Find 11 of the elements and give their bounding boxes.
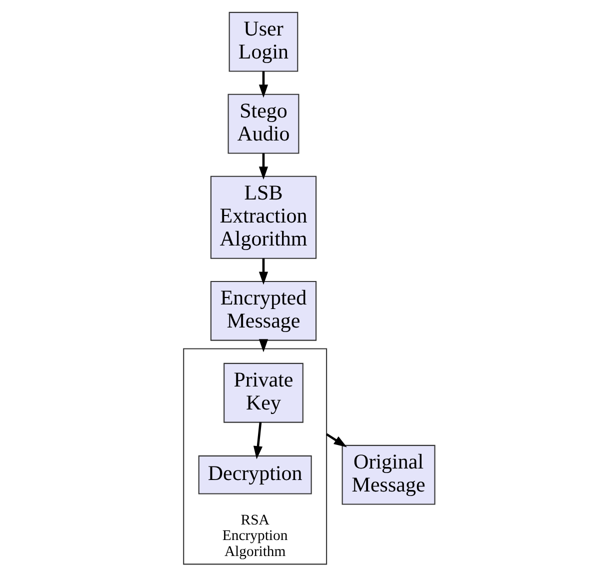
node-box: Private Key <box>224 362 304 423</box>
node-box: LSB Extraction Algorithm <box>210 176 317 259</box>
node-box: User Login <box>228 12 298 72</box>
arrow <box>258 258 268 285</box>
arrow <box>258 153 268 180</box>
node-box: Decryption <box>198 455 312 494</box>
node-box: Stego Audio <box>228 94 300 154</box>
node-box: Original Message <box>342 444 436 505</box>
arrow <box>253 422 263 460</box>
arrow <box>326 433 347 448</box>
arrow <box>258 71 268 98</box>
